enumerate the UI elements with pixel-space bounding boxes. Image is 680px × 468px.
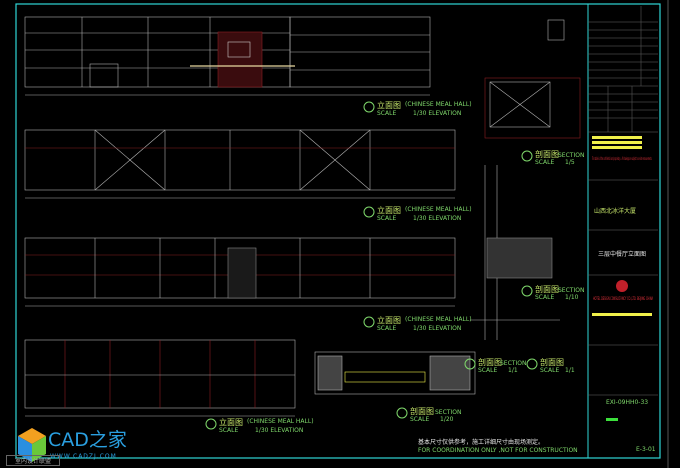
svg-text:1/20: 1/20	[440, 416, 454, 423]
svg-text:1/30 ELEVATION: 1/30 ELEVATION	[255, 427, 303, 434]
watermark-url: WWW.CADZJ.COM	[50, 453, 117, 460]
svg-text:SCALE: SCALE	[535, 294, 554, 301]
sheet-frame	[15, 3, 661, 459]
svg-text:1/1: 1/1	[565, 367, 575, 374]
svg-text:SECTION: SECTION	[558, 152, 584, 159]
company-name: HOTEL DESIGN CONSULTANCY CO.,LTD. BEIJIN…	[593, 296, 653, 301]
section-detail-bench	[314, 351, 476, 395]
svg-text:剖面图: 剖面图	[478, 357, 502, 367]
svg-text:1/10: 1/10	[565, 294, 579, 301]
svg-text:SECTION: SECTION	[558, 287, 584, 294]
svg-text:SCALE: SCALE	[219, 427, 238, 434]
yellow-notes-line	[592, 146, 642, 149]
elevation-4	[24, 339, 296, 417]
svg-text:1/5: 1/5	[565, 159, 575, 166]
svg-text:SCALE: SCALE	[410, 416, 429, 423]
elevation-label-4: 立面图 (CHINESE MEAL HALL) SCALE 1/30 ELEVA…	[205, 417, 314, 434]
svg-text:立面图: 立面图	[377, 100, 401, 110]
svg-text:(CHINESE MEAL HALL): (CHINESE MEAL HALL)	[405, 316, 472, 323]
svg-text:1/1: 1/1	[508, 367, 518, 374]
svg-text:剖面图: 剖面图	[410, 406, 434, 416]
yellow-notes	[592, 136, 642, 139]
svg-text:1/30 ELEVATION: 1/30 ELEVATION	[413, 110, 461, 117]
watermark-caption: 室内设计联盟	[6, 455, 61, 466]
svg-text:剖面图: 剖面图	[535, 284, 559, 294]
svg-text:SCALE: SCALE	[377, 325, 396, 332]
note-en: FOR COORDINATION ONLY ,NOT FOR CONSTRUCT…	[418, 447, 578, 454]
elevation-3	[24, 237, 456, 307]
svg-text:(CHINESE MEAL HALL): (CHINESE MEAL HALL)	[247, 418, 314, 425]
svg-text:(CHINESE MEAL HALL): (CHINESE MEAL HALL)	[405, 101, 472, 108]
svg-text:(CHINESE MEAL HALL): (CHINESE MEAL HALL)	[405, 206, 472, 213]
svg-text:SCALE: SCALE	[377, 215, 396, 222]
company-address-bar	[592, 313, 652, 316]
yellow-notes-line	[592, 141, 642, 144]
svg-text:SECTION: SECTION	[500, 360, 526, 367]
svg-text:剖面图: 剖面图	[535, 149, 559, 159]
company-logo-icon	[616, 280, 628, 292]
drawing-name: 三层中餐厅立面图	[598, 250, 646, 258]
elevation-1	[24, 16, 431, 96]
elevation-2	[24, 129, 456, 199]
section-label-2: 剖面图 SECTION SCALE 1/10	[521, 284, 584, 301]
svg-text:剖面图: 剖面图	[540, 357, 564, 367]
svg-text:1/30 ELEVATION: 1/30 ELEVATION	[413, 325, 461, 332]
svg-text:立面图: 立面图	[219, 417, 243, 427]
svg-text:SECTION: SECTION	[435, 409, 461, 416]
svg-text:1/30 ELEVATION: 1/30 ELEVATION	[413, 215, 461, 222]
note-cn: 基本尺寸仅供参考，施工详细尺寸由现场测定。	[418, 438, 544, 446]
section-label-4: 剖面图 SECTION SCALE 1/20	[396, 406, 461, 423]
svg-text:立面图: 立面图	[377, 315, 401, 325]
watermark-brand: CAD之家	[48, 429, 127, 451]
svg-text:SCALE: SCALE	[535, 159, 554, 166]
job-number: EXI-09HH0-33	[606, 399, 648, 406]
elevation-label-2: 立面图 (CHINESE MEAL HALL) SCALE 1/30 ELEVA…	[363, 205, 472, 222]
svg-text:立面图: 立面图	[377, 205, 401, 215]
red-notes: This table is of the confidential and pr…	[592, 156, 652, 161]
status-bar	[606, 418, 618, 421]
svg-text:SCALE: SCALE	[377, 110, 396, 117]
elevation-label-3: 立面图 (CHINESE MEAL HALL) SCALE 1/30 ELEVA…	[363, 315, 472, 332]
svg-text:SCALE: SCALE	[540, 367, 559, 374]
svg-text:SCALE: SCALE	[478, 367, 497, 374]
drawing-number: E-3-01	[636, 446, 656, 453]
project-name: 山西北冰洋大厦	[594, 207, 636, 215]
section-details-right	[470, 19, 581, 340]
elevation-label-1: 立面图 (CHINESE MEAL HALL) SCALE 1/30 ELEVA…	[363, 100, 472, 117]
title-block	[588, 6, 658, 396]
section-label-1: 剖面图 SECTION SCALE 1/5	[521, 149, 584, 166]
section-label-3: 剖面图 SECTION SCALE 1/1 剖面图 SCALE 1/1	[464, 357, 575, 374]
